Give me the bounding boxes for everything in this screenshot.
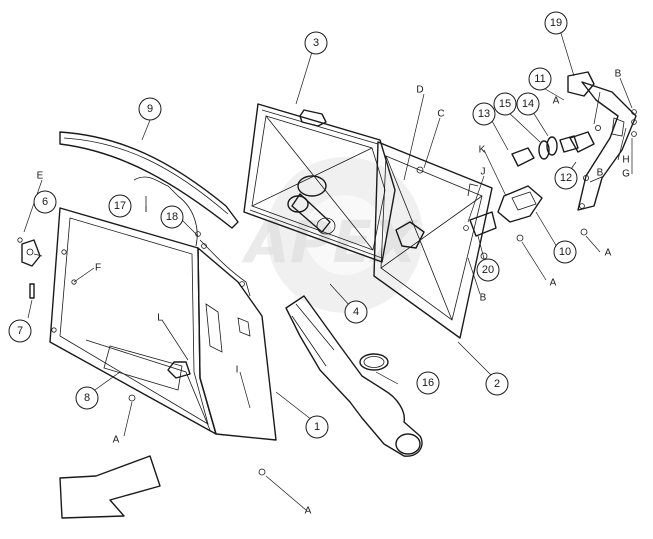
svg-text:1: 1 <box>314 421 320 433</box>
letter-G: G <box>622 169 630 180</box>
nut-A3 <box>516 234 524 242</box>
letter-A-1: A <box>113 435 120 446</box>
letter-A-5: A <box>553 96 560 107</box>
svg-text:2: 2 <box>494 378 500 390</box>
part-7-pin <box>29 283 35 299</box>
letter-B-1: B <box>480 293 487 304</box>
part-2-side-frame <box>373 141 493 339</box>
letter-B-3: B <box>615 69 622 80</box>
screw-C <box>416 166 424 174</box>
callout-16: 16 <box>416 371 440 395</box>
letter-J: J <box>481 167 486 178</box>
callout-18: 18 <box>160 205 184 229</box>
part-19-bracket <box>567 71 637 211</box>
callout-1: 1 <box>305 415 329 439</box>
leader-lines <box>23 29 633 511</box>
watermark-text: APEX <box>241 208 420 276</box>
callout-6: 6 <box>33 190 57 214</box>
svg-text:3: 3 <box>313 37 319 49</box>
svg-text:11: 11 <box>534 73 545 85</box>
nut-A2 <box>258 468 266 476</box>
part-13-fitting <box>511 147 535 167</box>
callout-7: 7 <box>8 319 32 343</box>
part-9-top-trim <box>59 131 239 229</box>
callout-19: 19 <box>544 11 568 35</box>
part-3-rear-frame <box>243 103 396 263</box>
svg-text:15: 15 <box>499 98 511 110</box>
callout-13: 13 <box>472 102 496 126</box>
letter-B-2: B <box>597 168 604 179</box>
part-6-latch <box>17 237 41 299</box>
callout-15: 15 <box>493 92 517 116</box>
svg-text:12: 12 <box>560 172 572 184</box>
callout-10: 10 <box>553 240 577 264</box>
letter-C: C <box>437 109 444 120</box>
callout-12: 12 <box>554 166 578 190</box>
callout-3: 3 <box>304 31 328 55</box>
svg-text:7: 7 <box>17 325 23 337</box>
svg-text:19: 19 <box>550 17 562 29</box>
callout-17: 17 <box>108 194 132 218</box>
svg-text:9: 9 <box>147 103 153 115</box>
bracket-bottom <box>167 361 191 379</box>
part-14-ring <box>546 136 558 156</box>
part-10-bracket <box>497 185 543 223</box>
svg-text:20: 20 <box>482 264 494 276</box>
svg-text:4: 4 <box>353 306 359 318</box>
svg-text:18: 18 <box>166 211 178 223</box>
letter-A-4: A <box>605 248 612 259</box>
letter-L: L <box>157 313 163 324</box>
bracket-top <box>299 109 327 127</box>
direction-arrow <box>59 455 161 519</box>
svg-text:6: 6 <box>42 196 48 208</box>
part-15-ring <box>538 140 550 160</box>
part-1-front-frame <box>49 207 277 441</box>
letter-A-3: A <box>550 278 557 289</box>
letter-A-2: A <box>305 506 312 517</box>
callout-8: 8 <box>75 386 99 410</box>
hardware <box>128 166 588 476</box>
letter-E: E <box>37 171 44 182</box>
part-17-wiring <box>133 176 251 297</box>
letter-I: I <box>236 365 239 376</box>
letter-D: D <box>416 85 423 96</box>
callout-2: 2 <box>485 372 509 396</box>
nut-A4 <box>580 228 588 236</box>
part-20-hinge <box>463 211 497 237</box>
letter-H: H <box>622 155 629 166</box>
callout-14: 14 <box>516 92 540 116</box>
callout-4: 4 <box>344 300 368 324</box>
svg-text:8: 8 <box>84 392 90 404</box>
letter-K: K <box>479 145 486 156</box>
svg-text:14: 14 <box>522 98 534 110</box>
svg-text:17: 17 <box>114 200 126 212</box>
part-16-duct <box>285 295 423 457</box>
svg-text:16: 16 <box>422 377 434 389</box>
callout-20: 20 <box>476 258 500 282</box>
part-11-clip <box>569 131 595 153</box>
svg-text:13: 13 <box>478 108 490 120</box>
nut-A1 <box>128 394 136 402</box>
svg-text:10: 10 <box>559 246 571 258</box>
letter-F: F <box>95 263 101 274</box>
part-13-15-fittings <box>511 135 579 167</box>
callout-11: 11 <box>528 67 552 91</box>
callout-9: 9 <box>138 97 162 121</box>
